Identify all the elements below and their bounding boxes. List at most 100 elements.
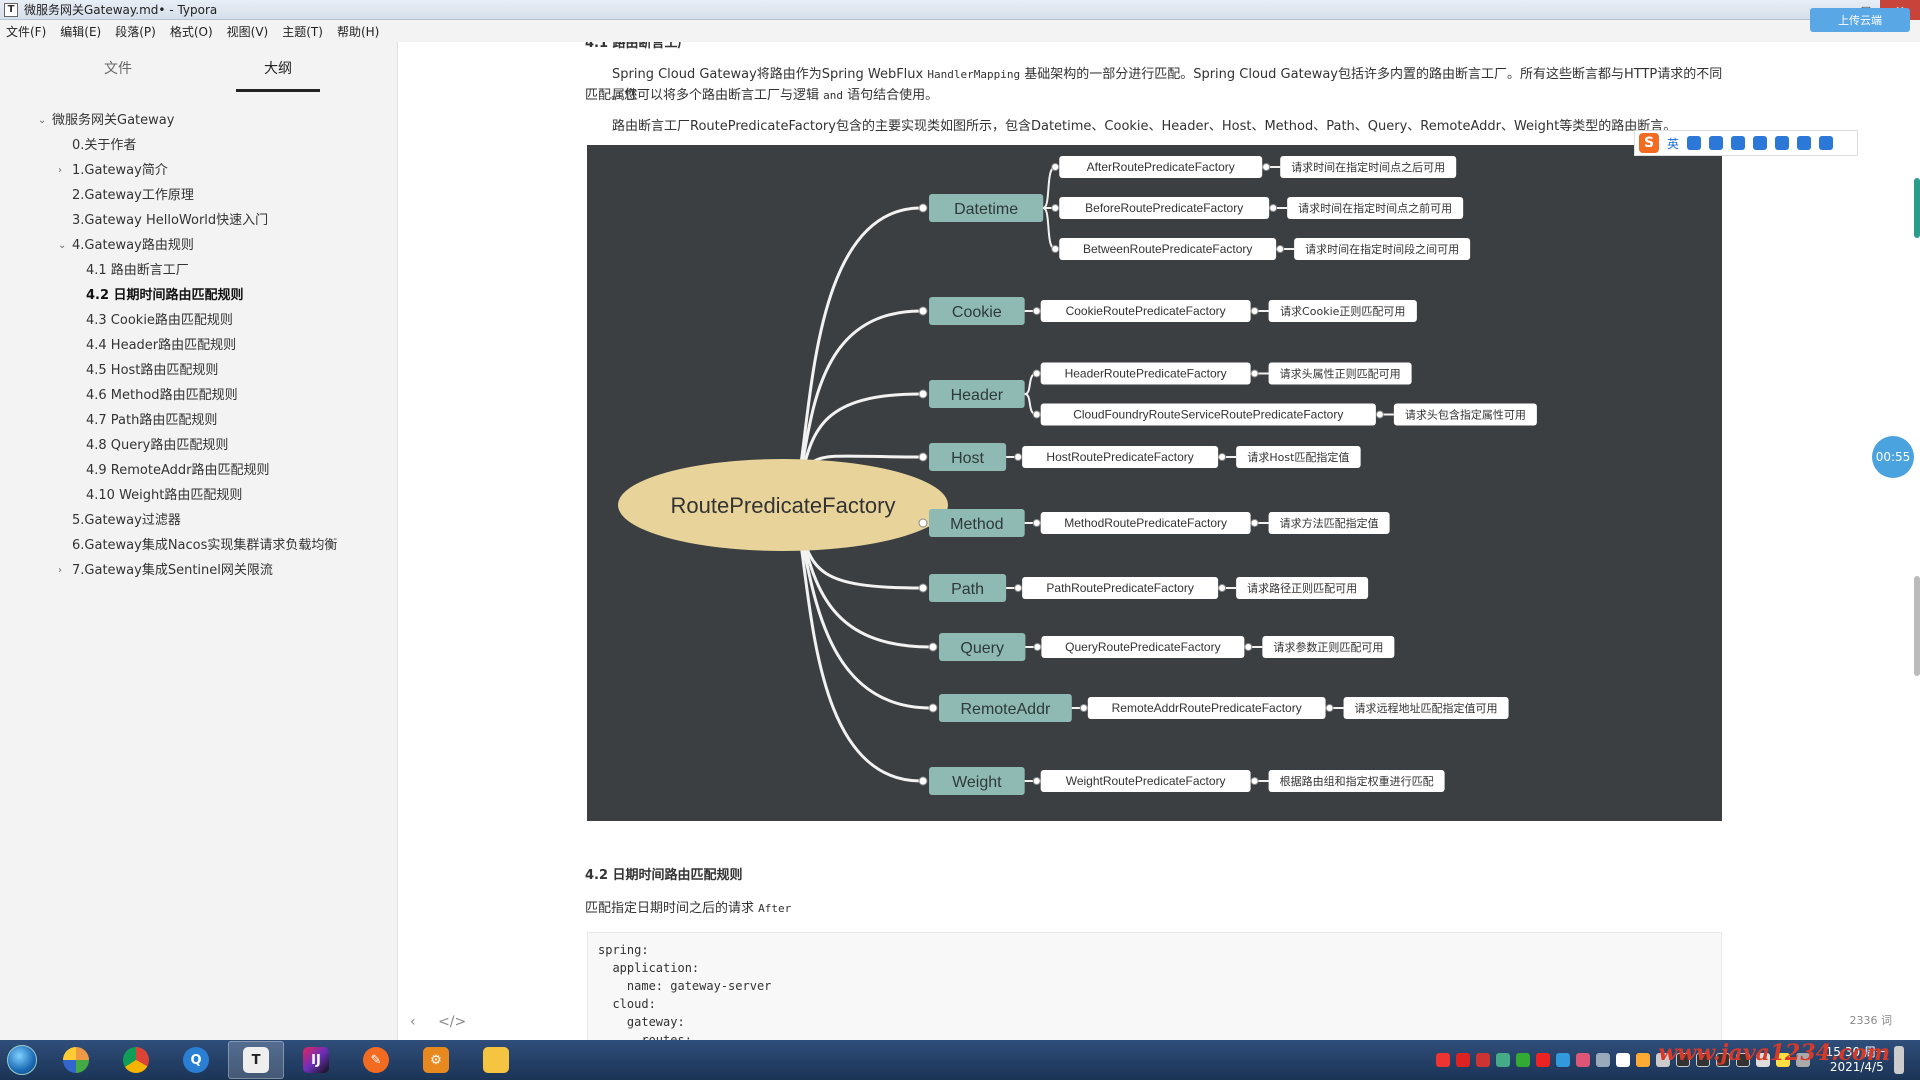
- description-label: 请求时间在指定时间段之间可用: [1305, 242, 1459, 256]
- ime-language-toggle[interactable]: 英: [1667, 136, 1680, 151]
- show-desktop-button[interactable]: [1894, 1046, 1904, 1074]
- description-label: 请求时间在指定时间点之前可用: [1298, 201, 1452, 215]
- scrollbar-thumb[interactable]: [1914, 576, 1920, 676]
- keyboard-layout-icon[interactable]: [1795, 1053, 1810, 1067]
- clock[interactable]: 15:30 周一 2021/4/5: [1826, 1045, 1888, 1075]
- network-icon[interactable]: [1555, 1053, 1570, 1067]
- outline-item[interactable]: 4.4 Header路由匹配规则: [0, 333, 397, 358]
- branch-node-label: Weight: [952, 774, 1002, 791]
- source-code-toggle-icon[interactable]: </>: [438, 1014, 467, 1030]
- taskbar-app-color[interactable]: [48, 1041, 104, 1079]
- cloud-upload-button[interactable]: 上传云端: [1810, 8, 1910, 32]
- description-node: [1287, 197, 1464, 219]
- qq-icon-4[interactable]: [1735, 1053, 1750, 1067]
- volume-icon[interactable]: [1755, 1053, 1770, 1067]
- mindmap-svg: RoutePredicateFactoryDatetimeAfterRouteP…: [618, 156, 1537, 795]
- punctuation-icon[interactable]: [1687, 136, 1702, 150]
- tab-outline[interactable]: 大纲: [198, 52, 358, 92]
- outline-item[interactable]: 4.1 路由断言工厂: [0, 258, 397, 283]
- skin-icon[interactable]: [1797, 136, 1812, 150]
- keyboard-icon[interactable]: [1753, 136, 1768, 150]
- window-icon[interactable]: [1615, 1053, 1630, 1067]
- start-button[interactable]: [0, 1040, 44, 1080]
- factory-class-label: BeforeRoutePredicateFactory: [1085, 201, 1243, 215]
- outline-item[interactable]: 4.9 RemoteAddr路由匹配规则: [0, 458, 397, 483]
- chevron-right-icon[interactable]: ›: [58, 165, 62, 176]
- taskbar-app-typora[interactable]: T: [228, 1041, 284, 1079]
- connector-dot: [1218, 453, 1227, 461]
- menu-theme[interactable]: 主题(T): [282, 24, 323, 39]
- yaml-code-block[interactable]: spring: application: name: gateway-serve…: [587, 932, 1722, 1040]
- tray-yellow-icon[interactable]: [1775, 1053, 1790, 1067]
- connector-dot: [1269, 204, 1278, 212]
- recording-timer[interactable]: 00:55: [1872, 436, 1914, 478]
- taskbar-app-explorer[interactable]: [468, 1041, 524, 1079]
- sogou-tray-icon[interactable]: [1435, 1053, 1450, 1067]
- outline-item[interactable]: ⌄微服务网关Gateway: [0, 108, 397, 133]
- taskbar-app-browser[interactable]: Q: [168, 1041, 224, 1079]
- tray-app-icon[interactable]: [1475, 1053, 1490, 1067]
- outline-item[interactable]: 0.关于作者: [0, 133, 397, 158]
- shield-icon[interactable]: [1495, 1053, 1510, 1067]
- menu-format[interactable]: 格式(O): [169, 24, 213, 39]
- outline-item[interactable]: 3.Gateway HelloWorld快速入门: [0, 208, 397, 233]
- outline-item[interactable]: 4.8 Query路由匹配规则: [0, 433, 397, 458]
- outline-item[interactable]: 4.3 Cookie路由匹配规则: [0, 308, 397, 333]
- connector-dot: [1250, 519, 1259, 527]
- chevron-right-icon[interactable]: ›: [58, 565, 62, 576]
- qq-icon-3[interactable]: [1715, 1053, 1730, 1067]
- factory-class-node: [1041, 636, 1245, 658]
- outline-item[interactable]: 6.Gateway集成Nacos实现集群请求负载均衡: [0, 533, 397, 558]
- factory-class-label: WeightRoutePredicateFactory: [1066, 774, 1226, 788]
- outline-item[interactable]: ›7.Gateway集成Sentinel网关限流: [0, 558, 397, 583]
- taskbar-app-settings[interactable]: ⚙: [408, 1041, 464, 1079]
- outline-item[interactable]: 4.2 日期时间路由匹配规则: [0, 283, 397, 308]
- menu-help[interactable]: 帮助(H): [336, 24, 380, 39]
- menu-paragraph[interactable]: 段落(P): [115, 24, 156, 39]
- outline-item[interactable]: ›1.Gateway简介: [0, 158, 397, 183]
- editor[interactable]: 4.1 路由断言工厂 Spring Cloud Gateway将路由作为Spri…: [399, 42, 1920, 1040]
- s-tray-icon[interactable]: [1535, 1053, 1550, 1067]
- connector-dot: [1032, 777, 1041, 785]
- menu-view[interactable]: 视图(V): [226, 24, 269, 39]
- outline-item[interactable]: 4.7 Path路由匹配规则: [0, 408, 397, 433]
- emoji-icon[interactable]: [1709, 136, 1724, 150]
- menu-file[interactable]: 文件(F): [6, 24, 47, 39]
- device-icon[interactable]: [1595, 1053, 1610, 1067]
- taskbar-app-pen[interactable]: ✎: [348, 1041, 404, 1079]
- tab-files[interactable]: 文件: [104, 61, 132, 77]
- microphone-icon[interactable]: [1731, 136, 1746, 150]
- taskbar-app-chrome[interactable]: [108, 1041, 164, 1079]
- toolbox-icon[interactable]: [1819, 136, 1834, 150]
- chevron-down-icon[interactable]: ⌄: [38, 115, 47, 126]
- outline-item[interactable]: 4.5 Host路由匹配规则: [0, 358, 397, 383]
- outline-item-label: 6.Gateway集成Nacos实现集群请求负载均衡: [72, 538, 338, 553]
- connector-dot: [1262, 163, 1271, 171]
- factory-class-node: [1040, 403, 1376, 426]
- scroll-indicator[interactable]: [1914, 178, 1920, 238]
- factory-class-node: [1059, 238, 1277, 260]
- chevron-left-icon[interactable]: ‹: [410, 1014, 416, 1030]
- taskbar-app-intellij[interactable]: IJ: [288, 1041, 344, 1079]
- chevron-down-icon[interactable]: ⌄: [58, 240, 67, 251]
- outline-item[interactable]: 2.Gateway工作原理: [0, 183, 397, 208]
- nvidia-icon[interactable]: [1515, 1053, 1530, 1067]
- outline-item[interactable]: 4.10 Weight路由匹配规则: [0, 483, 397, 508]
- outline-item[interactable]: ⌄4.Gateway路由规则: [0, 233, 397, 258]
- menu-edit[interactable]: 编辑(E): [60, 24, 102, 39]
- sogou-icon[interactable]: S: [1639, 133, 1659, 153]
- qq-icon[interactable]: [1675, 1053, 1690, 1067]
- display-icon[interactable]: [1655, 1053, 1670, 1067]
- outline-item[interactable]: 5.Gateway过滤器: [0, 508, 397, 533]
- outline-item[interactable]: 4.6 Method路由匹配规则: [0, 383, 397, 408]
- gift-icon[interactable]: [1575, 1053, 1590, 1067]
- factory-class-node: [1040, 512, 1251, 534]
- windows-orb-icon: [7, 1045, 37, 1075]
- wps-tray-icon[interactable]: [1455, 1053, 1470, 1067]
- outline-item-label: 4.1 路由断言工厂: [86, 263, 189, 278]
- qq-icon-2[interactable]: [1695, 1053, 1710, 1067]
- outline-item-label: 4.9 RemoteAddr路由匹配规则: [86, 463, 270, 478]
- code-line: routes:: [598, 1033, 692, 1040]
- tray-orange-icon[interactable]: [1635, 1053, 1650, 1067]
- user-icon[interactable]: [1775, 136, 1790, 150]
